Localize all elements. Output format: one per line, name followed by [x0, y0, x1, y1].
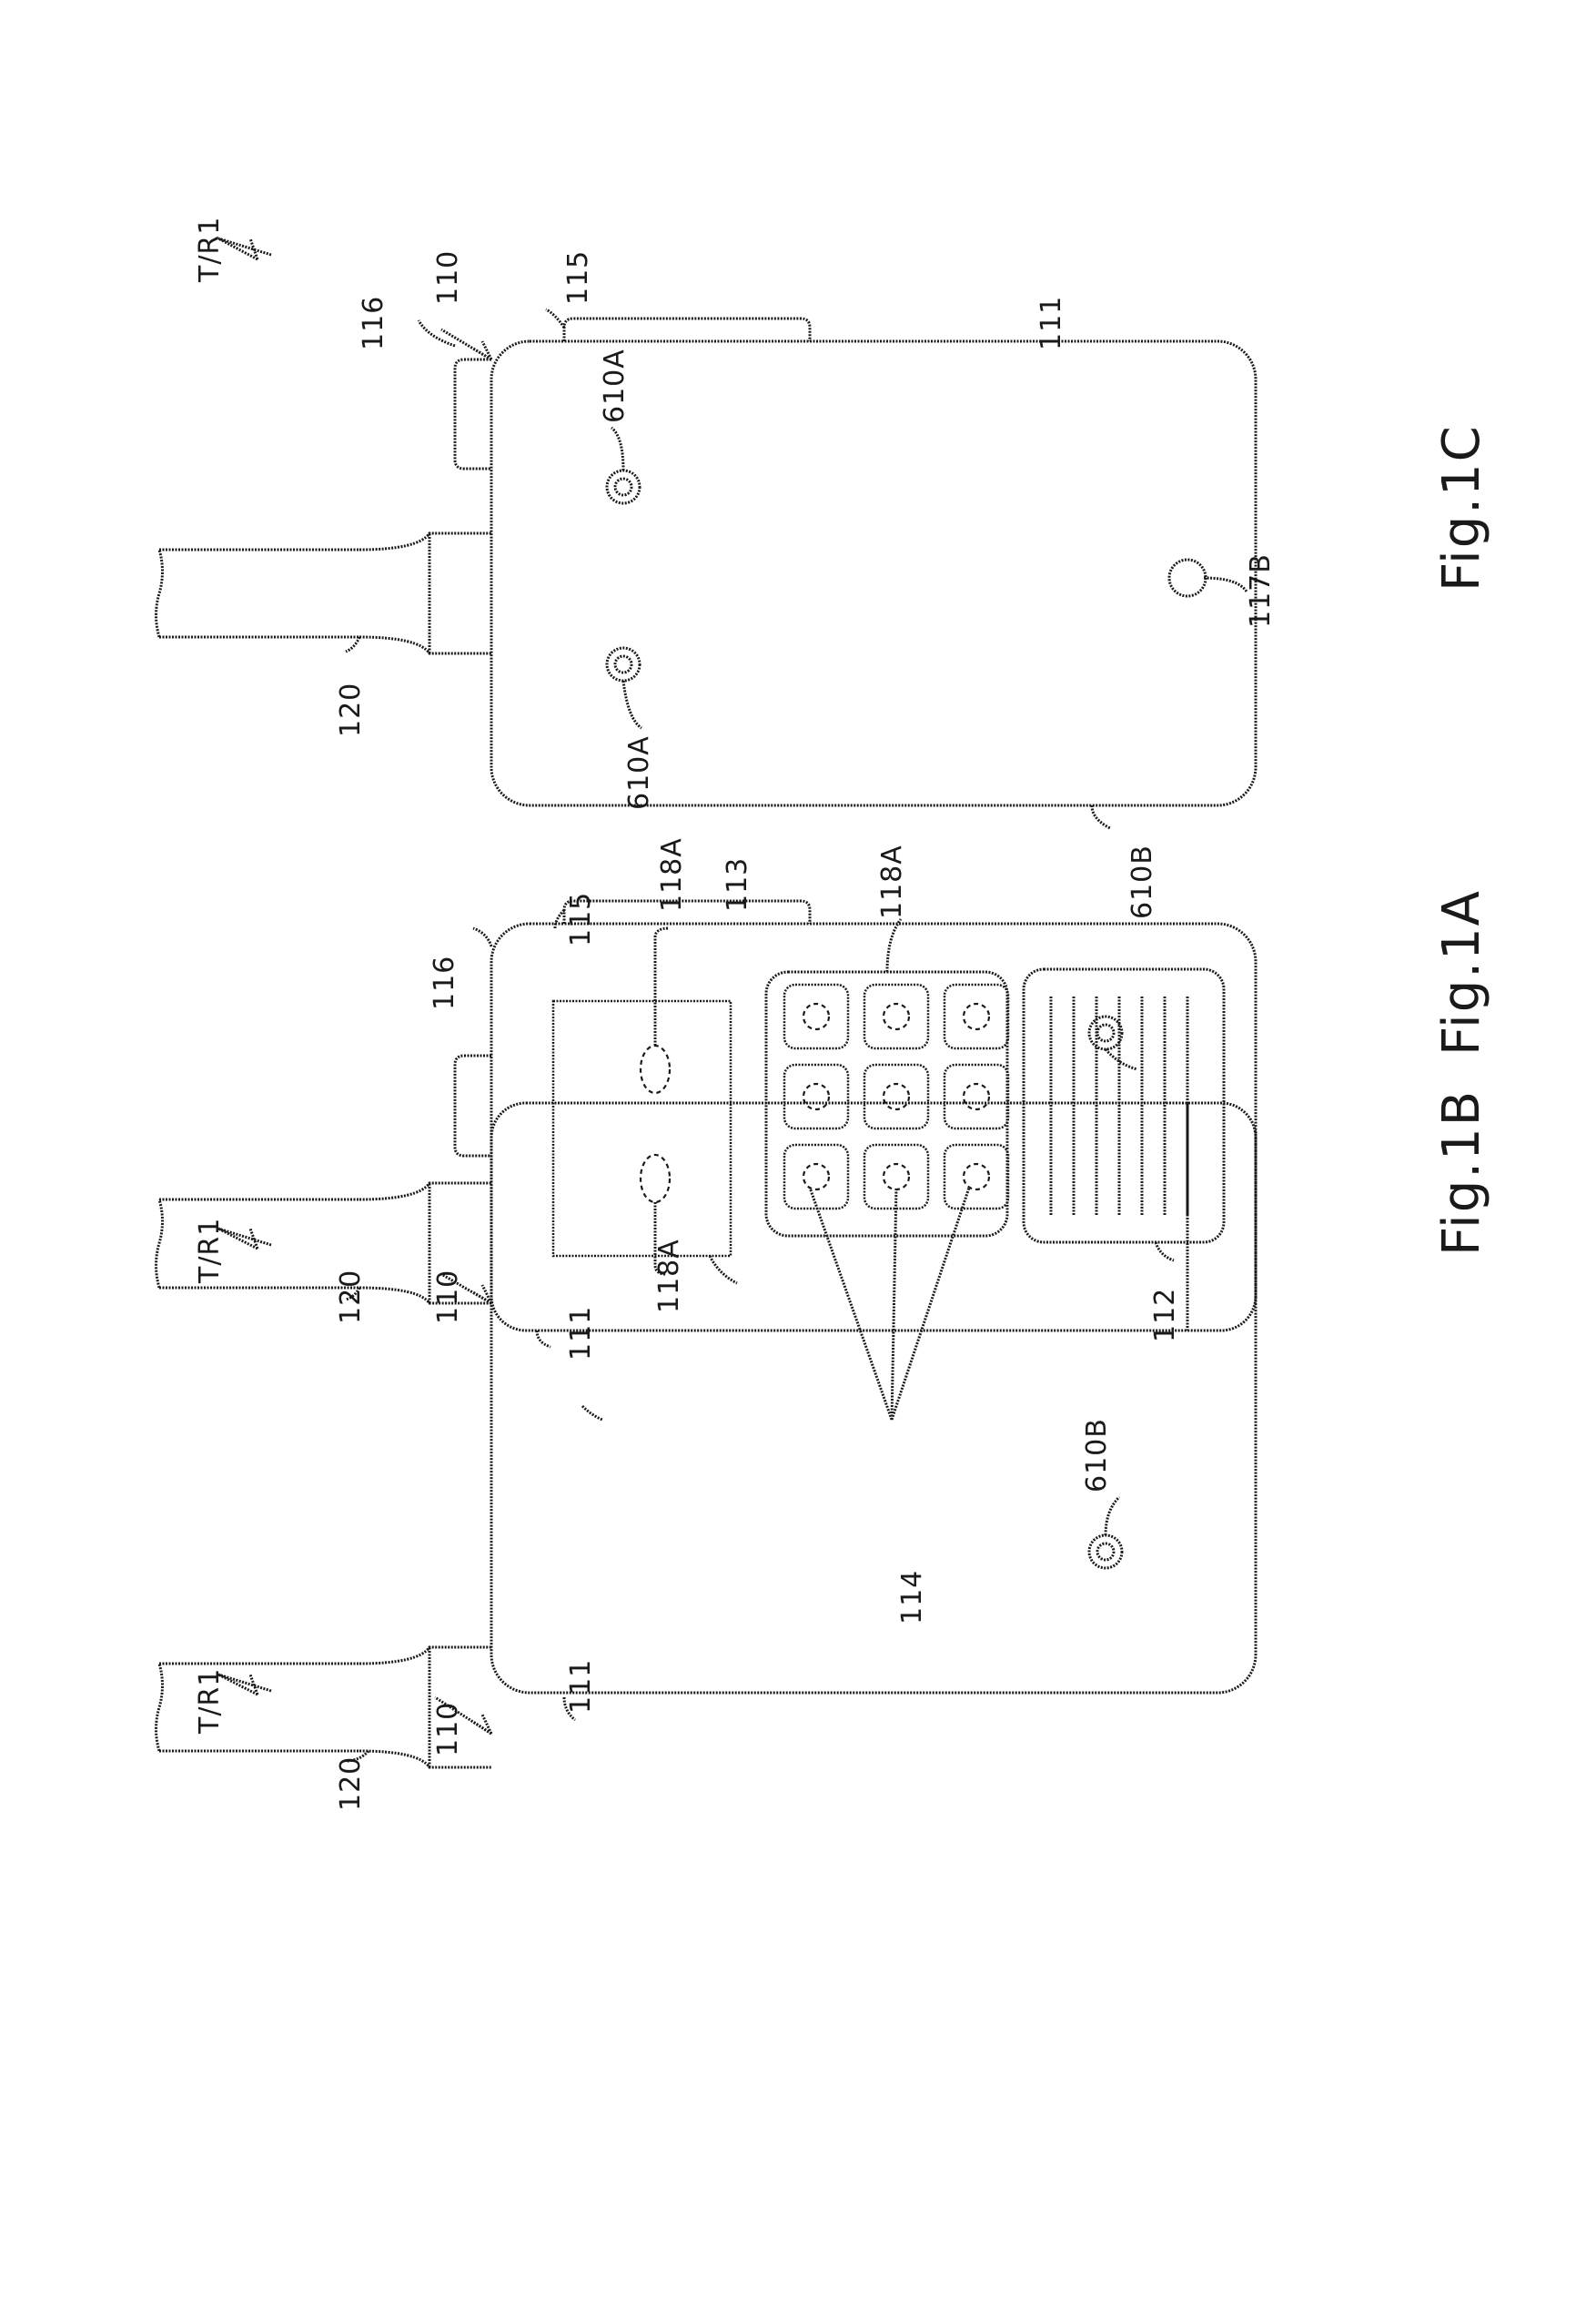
label-display-1a: 113: [722, 857, 753, 912]
label-cable-1c: 120: [335, 683, 367, 737]
label-keypad-1a: 114: [896, 1570, 928, 1624]
label-contact-lower-1c: 610A: [623, 735, 655, 810]
sensor-118a-upper: [641, 1155, 670, 1202]
label-device-1a: T/R1: [194, 1668, 226, 1735]
contact-610b-lower: [1089, 1017, 1122, 1049]
top-button-116: [455, 1056, 491, 1156]
figure-1b: T/R1 120 110 111 Fig.1B: [157, 1089, 1492, 1361]
label-contact-upper-1c: 610A: [599, 349, 631, 423]
label-device-1b: T/R1: [194, 1218, 226, 1284]
caption-fig-1b: Fig.1B: [1432, 1089, 1491, 1256]
label-cable-1b: 120: [335, 1270, 367, 1324]
label-housing-1a: 111: [565, 1659, 597, 1714]
label-top-button-1a: 116: [429, 956, 460, 1010]
label-side-button-1c: 115: [562, 250, 594, 305]
speaker-grille-112: [1024, 969, 1224, 1242]
label-sensor-upper-1a: 118A: [653, 1239, 685, 1313]
label-housing-1b: 111: [565, 1306, 597, 1361]
label-device-1c: T/R1: [194, 217, 226, 283]
contact-610a-lower: [607, 648, 640, 681]
sensor-leaders-1a: [810, 1188, 969, 1420]
top-button-116: [455, 359, 491, 469]
label-speaker-1a: 112: [1149, 1288, 1181, 1342]
label-cable-1a: 120: [335, 1756, 367, 1811]
contact-610b-upper: [1089, 1535, 1122, 1568]
label-sensor-keys-1a: 118A: [876, 845, 908, 919]
contact-610a-upper: [607, 471, 640, 503]
cable: [157, 533, 492, 653]
side-button-115: [564, 319, 810, 341]
label-housing-1c: 111: [1035, 296, 1067, 350]
leader-lines-1a: [218, 910, 1174, 1761]
label-unit-1a: 110: [432, 1702, 464, 1756]
caption-fig-1a: Fig.1A: [1432, 889, 1491, 1056]
label-top-button-1c: 116: [358, 296, 389, 350]
hole-117b: [1169, 560, 1206, 596]
display-113: [553, 1001, 731, 1256]
label-sensor-lower-1a: 118A: [656, 837, 688, 912]
sensor-118a-lower: [641, 1046, 670, 1093]
label-unit-1c: 110: [432, 250, 464, 305]
label-unit-1b: 110: [432, 1270, 464, 1324]
label-contact-upper-1a: 610B: [1081, 1418, 1113, 1493]
caption-fig-1c: Fig.1C: [1432, 424, 1491, 592]
label-hole-1c: 117B: [1245, 553, 1277, 628]
label-side-button-1a: 115: [565, 892, 597, 946]
label-contact-lower-1a: 610B: [1126, 845, 1158, 919]
figure-1c: T/R1 110 116 115 610A 111 120 610A 117B …: [157, 217, 1492, 828]
